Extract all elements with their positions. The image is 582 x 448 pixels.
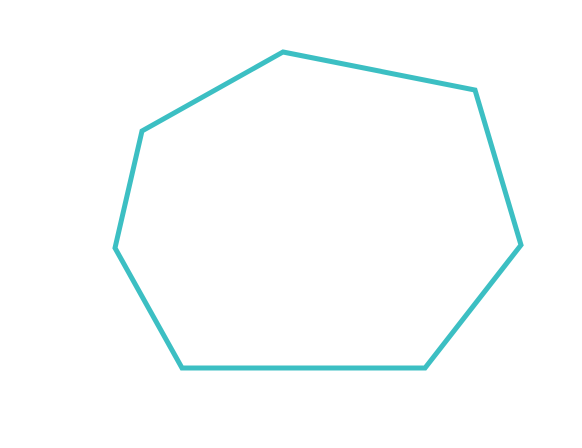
heptagon-outline	[112, 49, 524, 371]
